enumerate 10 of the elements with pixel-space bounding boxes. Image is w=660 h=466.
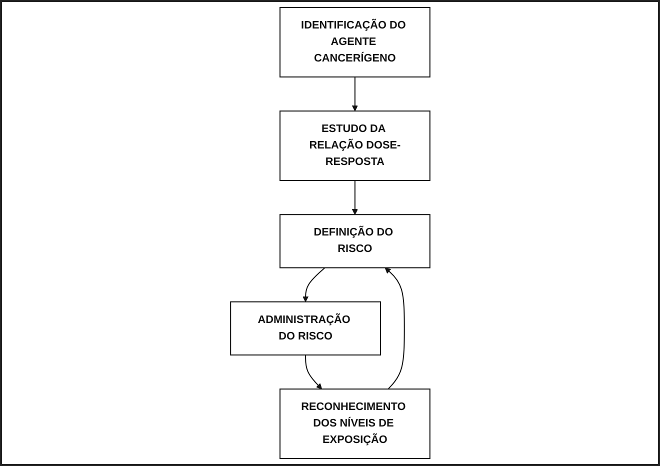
node-box: ADMINISTRAÇÃO DO RISCO bbox=[230, 301, 381, 356]
arrow bbox=[352, 76, 358, 112]
node-box: IDENTIFICAÇÃO DO AGENTE CANCERÍGENO bbox=[279, 6, 430, 78]
arrow bbox=[352, 180, 358, 215]
arrow bbox=[304, 354, 322, 390]
node-box: RECONHECIMENTO DOS NÍVEIS DE EXPOSIÇÃO bbox=[279, 388, 430, 460]
arrow bbox=[384, 267, 405, 390]
node-box: DEFINIÇÃO DO RISCO bbox=[279, 214, 430, 268]
arrow bbox=[302, 267, 325, 302]
node-box: ESTUDO DA RELAÇÃO DOSE-RESPOSTA bbox=[279, 110, 430, 182]
